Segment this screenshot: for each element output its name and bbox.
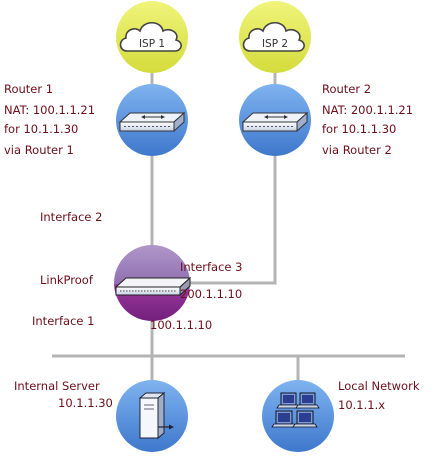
linkproof-title: LinkProof xyxy=(40,273,94,287)
router1-node[interactable] xyxy=(116,84,188,156)
router2-via: via Router 2 xyxy=(322,143,392,157)
router2-for: for 10.1.1.30 xyxy=(322,122,396,136)
router-icon xyxy=(241,111,309,133)
interface3-label: Interface 3 xyxy=(180,260,242,274)
router1-title: Router 1 xyxy=(4,82,53,96)
local-network-node[interactable] xyxy=(262,380,334,452)
local-network-title: Local Network xyxy=(338,379,420,393)
local-network-ip: 10.1.1.x xyxy=(338,398,385,412)
linkproof-appliance-icon xyxy=(114,276,192,297)
workstations-icon xyxy=(271,392,320,428)
isp1-node[interactable]: ISP 1 xyxy=(116,1,188,73)
cloud-icon xyxy=(119,21,182,52)
linkproof-node[interactable] xyxy=(110,240,200,328)
internal-server-ip: 10.1.1.30 xyxy=(58,396,113,410)
isp2-node[interactable]: ISP 2 xyxy=(239,1,311,73)
router2-node[interactable] xyxy=(239,84,311,156)
server-icon xyxy=(138,391,174,440)
isp1-label: ISP 1 xyxy=(139,38,165,50)
router1-nat: NAT: 100.1.1.21 xyxy=(4,103,95,117)
internal-server-node[interactable] xyxy=(116,380,188,452)
router1-via: via Router 1 xyxy=(4,143,74,157)
isp2-label: ISP 2 xyxy=(262,38,288,50)
router1-for: for 10.1.1.30 xyxy=(4,122,78,136)
interface2-label: Interface 2 xyxy=(40,210,102,224)
router-icon xyxy=(118,111,186,133)
router2-title: Router 2 xyxy=(322,82,371,96)
labels: Router 1 NAT: 100.1.1.21 for 10.1.1.30 v… xyxy=(4,82,420,412)
connection-lines xyxy=(52,72,405,380)
interface1-ip: 100.1.1.10 xyxy=(150,318,212,332)
router2-nat: NAT: 200.1.1.21 xyxy=(322,103,413,117)
router2-linkproof-link xyxy=(190,156,277,285)
internal-server-title: Internal Server xyxy=(14,379,100,393)
interface1-label: Interface 1 xyxy=(32,314,94,328)
cloud-icon xyxy=(242,21,305,52)
interface3-ip: 200.1.1.10 xyxy=(180,287,242,301)
